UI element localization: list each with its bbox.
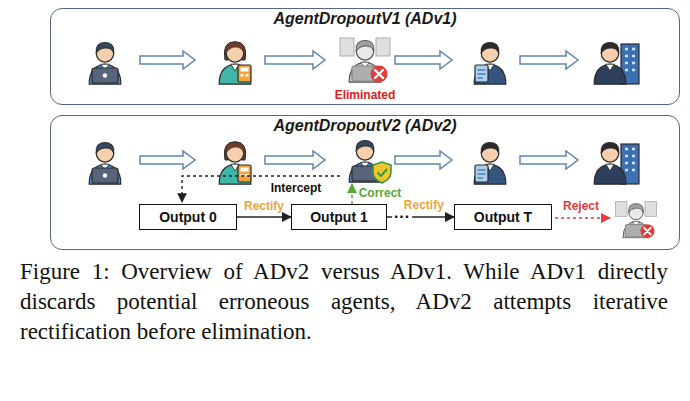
- agent-icon: [89, 43, 121, 85]
- action-label: Correct: [359, 186, 402, 200]
- intercept-arrow: [182, 176, 340, 202]
- figure-caption: Figure 1: Overview of ADv2 versus ADv1. …: [20, 257, 668, 347]
- flow-connector: [237, 216, 291, 218]
- ellipsis: ···: [392, 210, 412, 224]
- panel: AgentDropoutV1 (ADv1): [50, 8, 680, 105]
- agent-icon: [594, 143, 639, 185]
- output-label: Output 0: [159, 209, 217, 225]
- correct-arrow: [351, 184, 353, 204]
- agent-icon: [219, 142, 251, 185]
- edge-label: Rectify: [244, 199, 284, 213]
- output-label: Output 1: [310, 209, 368, 225]
- output-box: Output 0: [139, 204, 237, 230]
- panel-title: AgentDropoutV1 (ADv1): [51, 10, 679, 28]
- flow-connector: [387, 216, 454, 218]
- guarded-agent-icon: [349, 141, 391, 184]
- action-label: Intercept: [271, 181, 322, 195]
- agent-icon: [594, 43, 639, 85]
- output-box: Output T: [454, 204, 552, 230]
- reject-arrow: [555, 217, 610, 219]
- agent-icon: [474, 43, 506, 85]
- agent-icon: [474, 143, 506, 185]
- eliminated-agent-icon: [340, 38, 390, 83]
- rejected-agent-icon: [616, 202, 657, 238]
- panel: AgentDropoutV2 (ADv2) Output 0 Output 1 Out…: [50, 115, 680, 250]
- agent-icon: [219, 42, 251, 85]
- edge-label: Rectify: [404, 198, 444, 212]
- output-box: Output 1: [291, 204, 387, 230]
- panel-title: AgentDropoutV2 (ADv2): [51, 117, 679, 135]
- output-label: Output T: [474, 209, 532, 225]
- action-label: Reject: [563, 199, 599, 213]
- status-label: Eliminated: [335, 88, 396, 102]
- agent-icon: [89, 143, 121, 185]
